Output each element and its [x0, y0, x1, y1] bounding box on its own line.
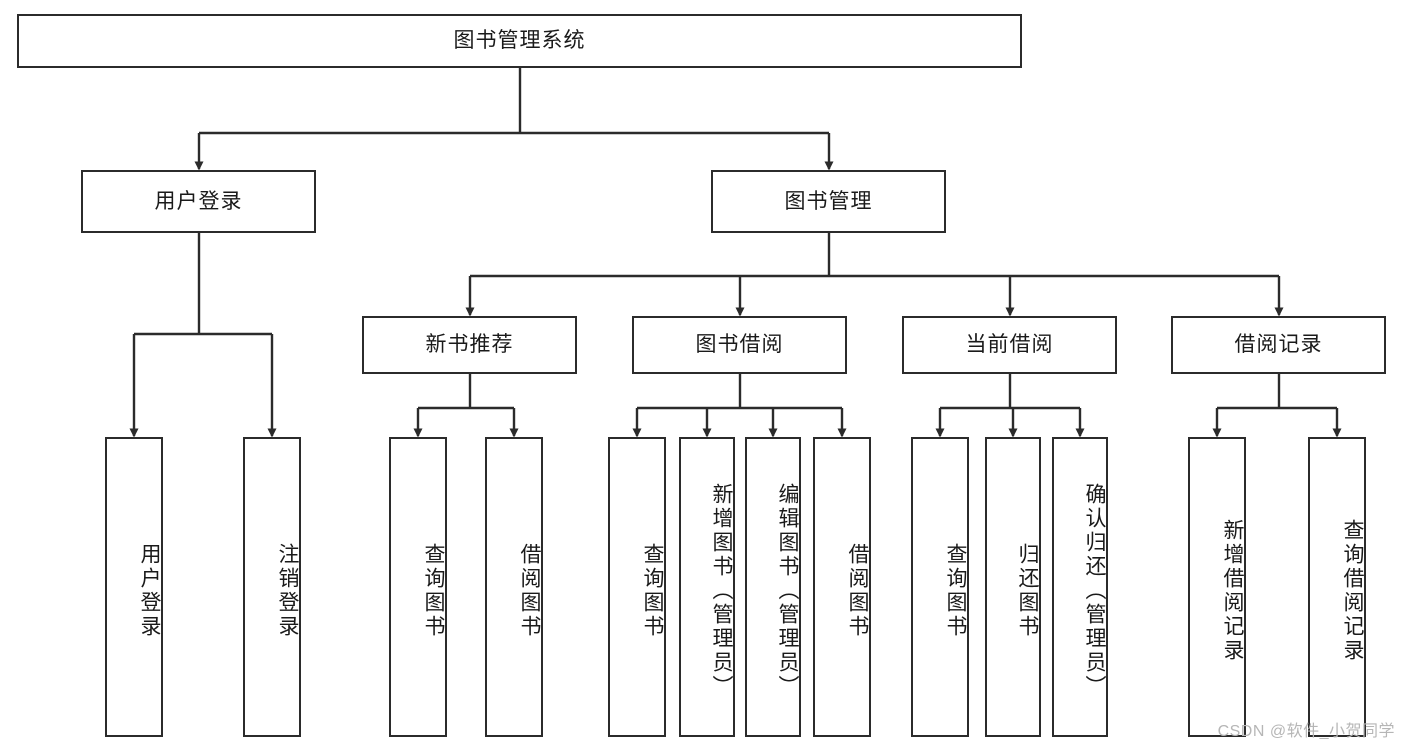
node-label: 查询图书: [641, 543, 664, 639]
node-leaf-cur-query[interactable]: 查询图书: [911, 437, 969, 737]
watermark-text: CSDN @软件_小贺同学: [1217, 723, 1395, 740]
node-label: 确认归还（管理员）: [1083, 483, 1106, 699]
node-label: 图书管理系统: [453, 29, 586, 53]
node-label: 用户登录: [138, 543, 161, 639]
node-leaf-cur-confirm[interactable]: 确认归还（管理员）: [1052, 437, 1108, 737]
node-label: 借阅图书: [518, 543, 541, 639]
node-leaf-borrow-query[interactable]: 查询图书: [608, 437, 666, 737]
node-label: 图书管理: [784, 189, 873, 213]
node-leaf-borrow-add[interactable]: 新增图书（管理员）: [679, 437, 735, 737]
node-leaf-borrow-edit[interactable]: 编辑图书（管理员）: [745, 437, 801, 737]
node-label: 当前借阅: [965, 333, 1054, 357]
node-label: 查询图书: [944, 543, 967, 639]
node-label: 新书推荐: [425, 333, 514, 357]
node-leaf-rec-query[interactable]: 查询图书: [389, 437, 447, 737]
node-label: 借阅记录: [1234, 333, 1323, 357]
node-leaf-user-login[interactable]: 用户登录: [105, 437, 163, 737]
node-label: 用户登录: [154, 189, 243, 213]
node-leaf-rec-query2[interactable]: 查询借阅记录: [1308, 437, 1366, 737]
node-root[interactable]: 图书管理系统: [17, 14, 1022, 68]
node-book-manage[interactable]: 图书管理: [711, 170, 946, 233]
node-label: 查询借阅记录: [1341, 519, 1364, 663]
node-leaf-borrow-lend[interactable]: 借阅图书: [813, 437, 871, 737]
node-label: 归还图书: [1016, 543, 1039, 639]
node-book-borrow[interactable]: 图书借阅: [632, 316, 847, 374]
node-leaf-rec-borrow[interactable]: 借阅图书: [485, 437, 543, 737]
node-current-borrow[interactable]: 当前借阅: [902, 316, 1117, 374]
node-label: 编辑图书（管理员）: [776, 483, 799, 699]
node-leaf-cur-return[interactable]: 归还图书: [985, 437, 1041, 737]
node-label: 新增图书（管理员）: [710, 483, 733, 699]
node-leaf-rec-add[interactable]: 新增借阅记录: [1188, 437, 1246, 737]
node-borrow-record[interactable]: 借阅记录: [1171, 316, 1386, 374]
node-user-login[interactable]: 用户登录: [81, 170, 316, 233]
node-leaf-logout[interactable]: 注销登录: [243, 437, 301, 737]
node-label: 查询图书: [422, 543, 445, 639]
node-new-book-rec[interactable]: 新书推荐: [362, 316, 577, 374]
node-label: 图书借阅: [695, 333, 784, 357]
node-label: 注销登录: [276, 543, 299, 639]
node-label: 新增借阅记录: [1221, 519, 1244, 663]
node-label: 借阅图书: [846, 543, 869, 639]
